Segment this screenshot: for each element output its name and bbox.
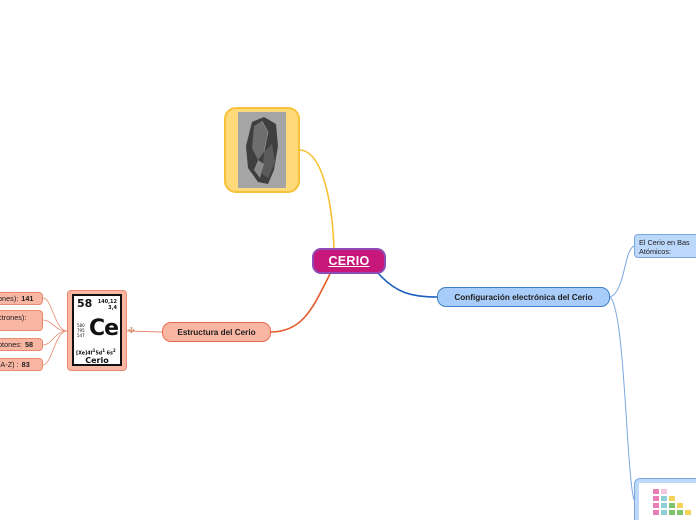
config-exp-a: 1 [92, 348, 96, 353]
electronegativity-value: 3,4 [108, 305, 117, 311]
config-mid: 5d [95, 351, 103, 357]
link-estructura-card [126, 330, 163, 333]
link-root-estructura [270, 273, 331, 333]
element-symbol: Ce [89, 316, 119, 341]
atomic-mass: 140,12 3,4 [98, 299, 117, 311]
cerium-sample-image [238, 112, 286, 188]
periodic-table-thumbnail [639, 483, 696, 520]
leaf-electrones[interactable]: ctrones): [0, 310, 43, 331]
leaf-numero-neutrones[interactable]: (A-Z) : 83 [0, 358, 43, 371]
root-node[interactable]: CERIO [312, 248, 386, 274]
energy-level-0: 580 [77, 323, 85, 328]
leaf-neutrones[interactable]: ones): 141 [0, 292, 43, 305]
element-name: Cerio [85, 356, 109, 365]
link-card-leaf-3 [42, 330, 68, 366]
energy-level-2: 547 [77, 333, 85, 338]
leaf-neutrones-value: 141 [21, 294, 34, 303]
energy-level-1: 795 [77, 328, 85, 333]
atomic-number: 58 [77, 297, 93, 310]
link-config-thumb [609, 296, 635, 501]
periodic-table-thumbnail-node[interactable] [634, 478, 696, 520]
config-note-line-2: Atómicos: [639, 247, 672, 256]
link-root-config [377, 272, 438, 298]
config-note-line-1: El Cerio en Bas [639, 238, 690, 247]
link-card-leaf-1 [42, 319, 68, 332]
atomic-mass-value: 140,12 [97, 299, 117, 305]
config-end: 6s [105, 351, 113, 357]
leaf-electrones-label: ctrones): [0, 313, 27, 322]
config-base: [Xe]4f [76, 351, 93, 357]
element-card-node[interactable]: 58 140,12 3,4 580 795 547 Ce [Xe]4f15d1 … [67, 290, 127, 371]
config-exp-b: 1 [102, 348, 106, 353]
leaf-neutrones-label: ones): [0, 294, 19, 303]
link-card-leaf-0 [42, 297, 68, 332]
move-handle-icon[interactable]: ✣ [128, 326, 135, 335]
link-config-note [609, 245, 635, 298]
branch-configuracion-electronica[interactable]: Configuración electrónica del Cerio [437, 287, 610, 307]
leaf-numero-neutrones-label: (A-Z) : [0, 360, 19, 369]
leaf-protones-value: 58 [24, 340, 34, 349]
leaf-protones[interactable]: otones: 58 [0, 338, 43, 351]
element-card: 58 140,12 3,4 580 795 547 Ce [Xe]4f15d1 … [72, 294, 122, 366]
link-root-image [298, 149, 335, 249]
image-node-cerium-sample[interactable] [224, 107, 300, 193]
config-note-node[interactable]: El Cerio en Bas Atómicos: [634, 234, 696, 258]
branch-estructura-del-cerio[interactable]: Estructura del Cerio [162, 322, 271, 342]
config-exp-c: 2 [112, 348, 116, 353]
link-card-leaf-2 [42, 330, 68, 346]
electron-configuration: [Xe]4f15d1 6s2 [76, 348, 116, 357]
energy-levels: 580 795 547 [77, 323, 85, 338]
leaf-protones-label: otones: [0, 340, 22, 349]
leaf-numero-neutrones-value: 83 [21, 360, 30, 369]
